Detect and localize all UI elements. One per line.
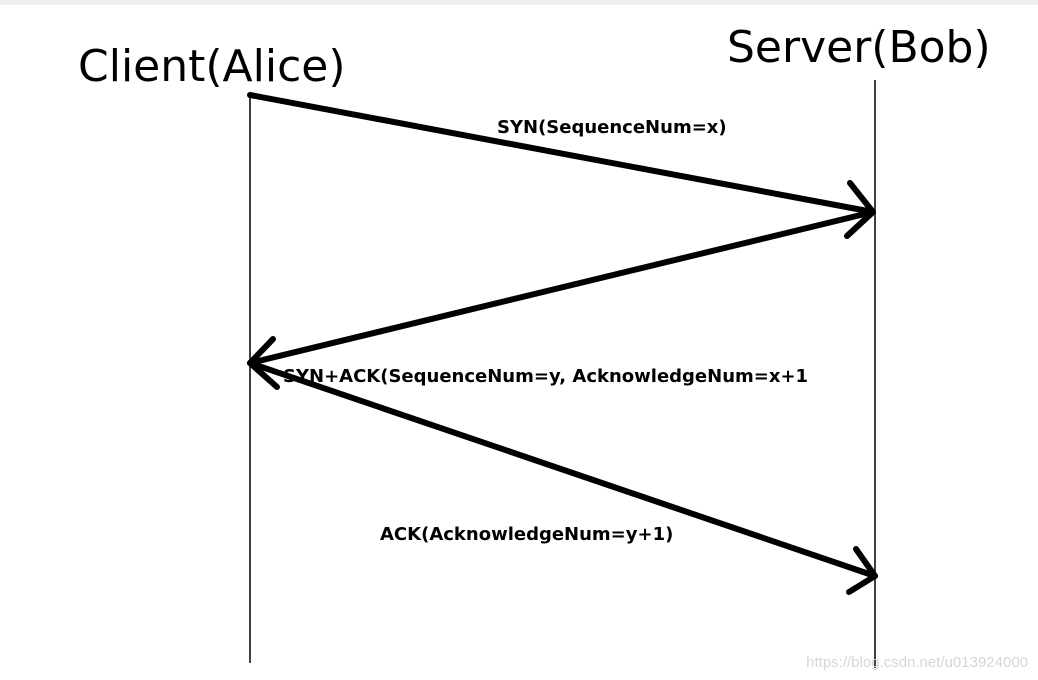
ack-message-arrow: [247, 360, 878, 595]
watermark-text: https://blog.csdn.net/u013924000: [806, 654, 1028, 671]
ack-message-label: ACK(AcknowledgeNum=y+1): [380, 524, 673, 545]
client-actor-label: Client(Alice): [78, 41, 346, 92]
syn-message-label: SYN(SequenceNum=x): [497, 117, 727, 138]
synack-message-label: SYN+ACK(SequenceNum=y, AcknowledgeNum=x+…: [283, 366, 808, 387]
top-border: [0, 0, 1038, 5]
synack-message-arrow: [247, 209, 876, 390]
server-actor-label: Server(Bob): [727, 22, 991, 73]
